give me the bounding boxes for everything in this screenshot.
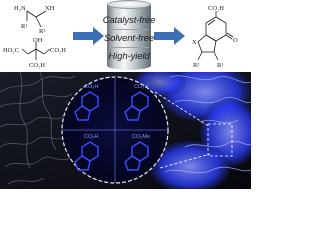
vessel-body [107,4,151,66]
product-r1-label: R¹ [217,62,223,69]
inset-label-top-left: CO₂H [84,84,98,90]
vessel-base [107,61,151,70]
product-carboxyl-label: CO₂H [208,5,224,12]
amine-group-label: H₂N [14,5,26,12]
condition-divider [109,29,149,30]
product-structure: CO₂H O X R² R¹ [192,5,238,69]
zoom-indicator-lines [154,91,233,169]
reaction-arrow-left [73,27,104,45]
reaction-scheme: H₂N XH R¹ R² OH HO₂C CO₂H CO₂H Catalyst-… [0,0,251,72]
reactant-amine-structure: H₂N XH R¹ R² [14,5,55,34]
reactant-citric-acid-structure: OH HO₂C CO₂H CO₂H [3,37,66,69]
tissue-texture-left [0,72,76,185]
product-carbonyl-label: O [233,37,238,44]
reaction-arrow-right [154,27,185,45]
condition-solvent-free: Solvent-free [103,33,155,44]
inset-label-bottom-right: CO₂Me [132,134,150,140]
vessel-top [107,0,151,9]
xh-group-label: XH [45,5,55,12]
condition-divider [109,47,149,48]
product-r2-label: R² [193,62,199,69]
magnified-inset: CO₂H CO₂H CO₂H CO₂Me [61,76,169,184]
condition-catalyst-free: Catalyst-free [102,15,156,26]
hydroxyl-label: OH [33,37,43,44]
condition-high-yield: High-yield [108,51,150,62]
r1-label: R¹ [21,23,27,30]
r2-label: R² [39,28,45,34]
carboxyl-right-label: CO₂H [50,47,66,54]
product-heteroatom-label: X [192,39,197,46]
fluorescence-micrograph: CO₂H CO₂H CO₂H CO₂Me [0,72,251,189]
carboxyl-left-label: HO₂C [3,47,19,54]
micrograph-scene: CO₂H CO₂H CO₂H CO₂Me [0,72,251,189]
reaction-vessel [107,0,151,70]
inset-label-bottom-left: CO₂H [84,134,98,140]
inset-label-top-right: CO₂H [134,84,148,90]
carboxyl-bottom-label: CO₂H [29,62,45,69]
